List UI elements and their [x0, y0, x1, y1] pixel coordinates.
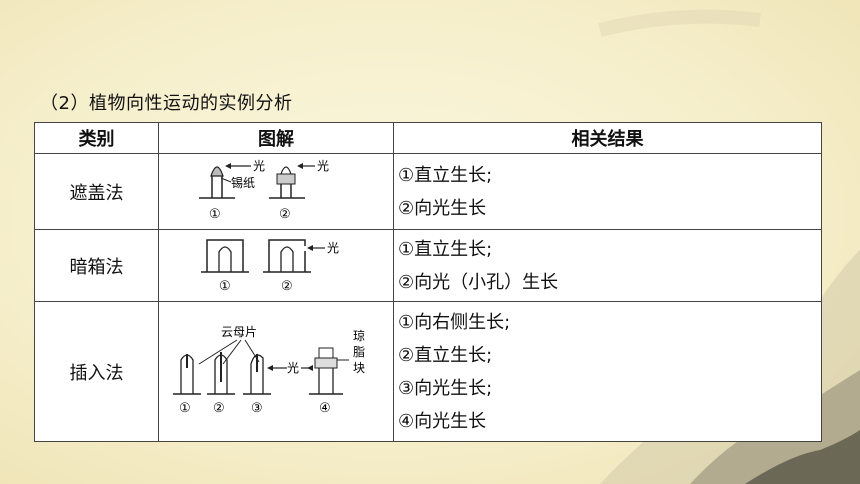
result-item: ①直立生长; [398, 164, 493, 186]
category-cell: 遮盖法 [34, 153, 159, 230]
result-item: ②直立生长; [398, 344, 493, 366]
diagram-cell: ① 光 ② [158, 229, 394, 302]
table-row: 遮盖法 光 锡纸 ① 光 [34, 153, 822, 230]
agar-label: 脂 [353, 344, 365, 359]
results-cell: ①直立生长; ②向光（小孔）生长 [393, 229, 822, 302]
result-item: ①向右侧生长; [398, 311, 511, 333]
plant-number: ③ [251, 401, 263, 416]
plant-number: ① [179, 401, 191, 416]
agar-label: 琼 [353, 328, 365, 343]
mica-label: 云母片 [221, 325, 257, 339]
plant-number: ④ [319, 401, 331, 416]
dark-box-diagram: ① 光 ② [201, 239, 339, 294]
foil-label: 锡纸 [231, 175, 255, 190]
box-number: ② [281, 279, 293, 294]
light-label: 光 [287, 361, 299, 375]
analysis-table: 类别 图解 相关结果 遮盖法 光 锡纸 ① [34, 122, 822, 442]
covering-diagram: 光 锡纸 ① 光 ② [199, 159, 329, 222]
insertion-diagram: 云母片 ① ② 光 [173, 325, 365, 416]
plant-number: ② [279, 207, 291, 222]
diagram-cell: 云母片 ① ② 光 [158, 301, 394, 442]
results-cell: ①直立生长; ②向光生长 [393, 153, 822, 230]
table-header-row: 类别 图解 相关结果 [34, 122, 822, 154]
light-label: 光 [317, 159, 329, 173]
category-cell: 插入法 [34, 301, 159, 442]
header-diagram: 图解 [158, 122, 394, 154]
category-cell: 暗箱法 [34, 229, 159, 302]
result-item: ④向光生长 [398, 410, 487, 432]
diagram-cell: 光 锡纸 ① 光 ② [158, 153, 394, 230]
result-item: ①直立生长; [398, 238, 493, 260]
light-label: 光 [327, 241, 339, 255]
result-item: ②向光（小孔）生长 [398, 271, 559, 293]
table-row: 插入法 云母片 ① ② [34, 301, 822, 442]
header-results: 相关结果 [393, 122, 822, 154]
agar-label: 块 [353, 361, 365, 375]
table-row: 暗箱法 ① 光 ② ①直立生长; ②向光（小孔）生长 [34, 229, 822, 302]
result-item: ③向光生长; [398, 377, 493, 399]
plant-number: ② [213, 401, 225, 416]
result-item: ②向光生长 [398, 197, 487, 219]
section-heading: （2）植物向性运动的实例分析 [40, 93, 293, 114]
plant-number: ① [209, 207, 221, 222]
results-cell: ①向右侧生长; ②直立生长; ③向光生长; ④向光生长 [393, 301, 822, 442]
light-label: 光 [253, 159, 265, 173]
box-number: ① [219, 279, 231, 294]
header-category: 类别 [34, 122, 159, 154]
